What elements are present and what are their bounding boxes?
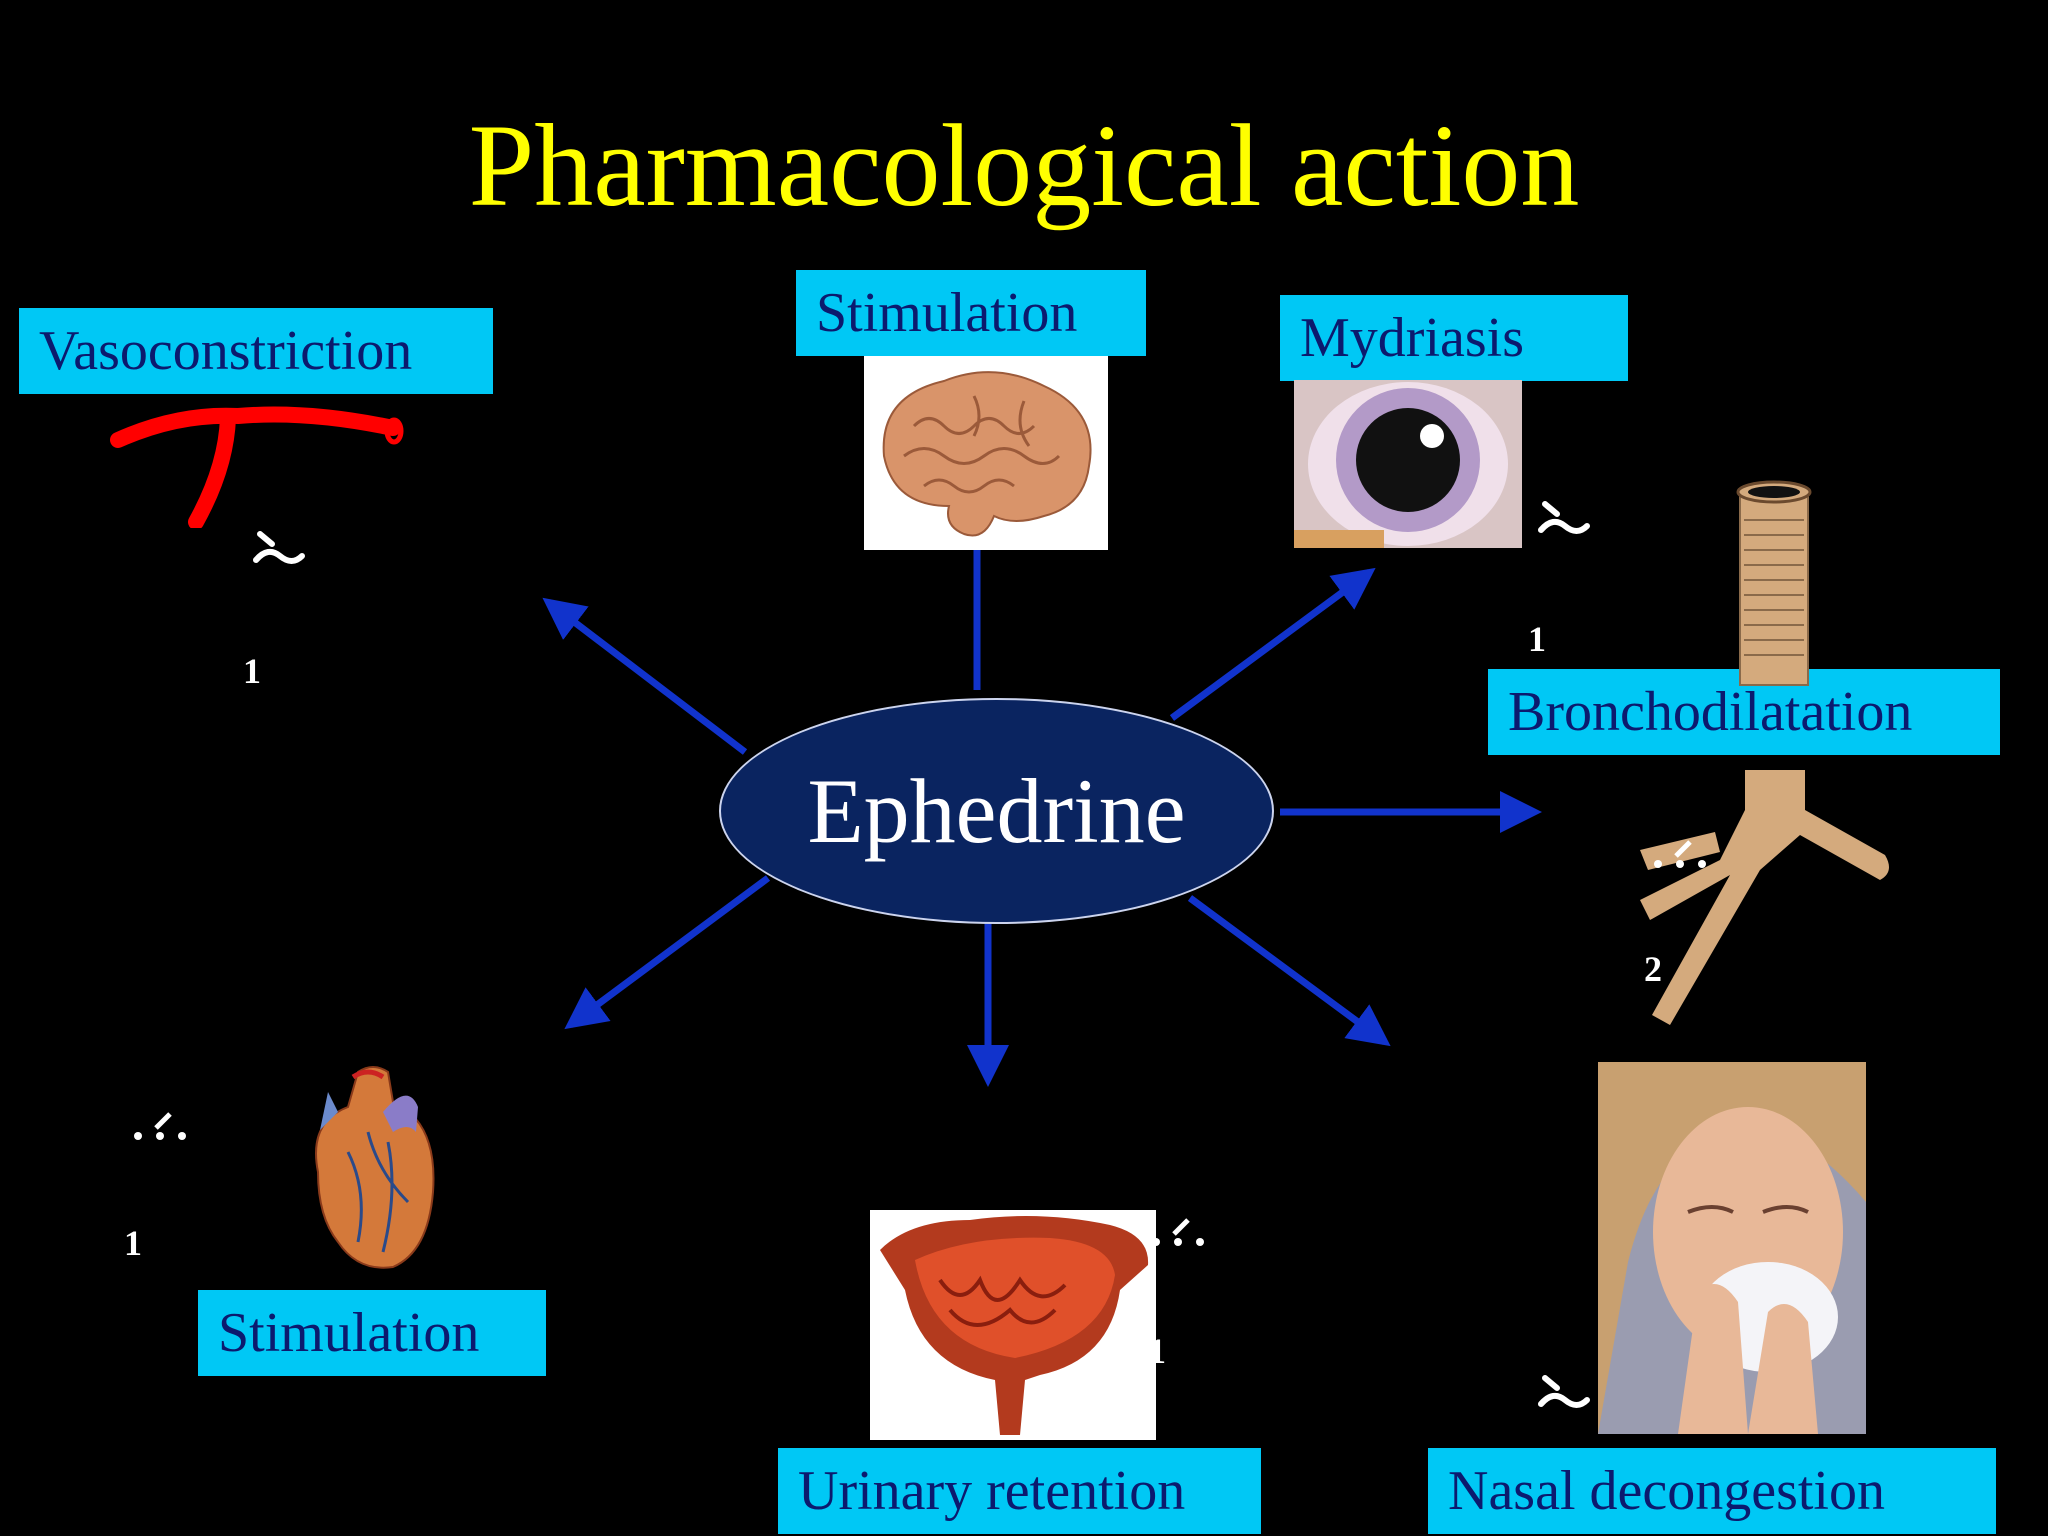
receptor-mark-heart: 1 (124, 1223, 142, 1263)
sneezing-person-image (1598, 1062, 1866, 1434)
heart-image (315, 1066, 435, 1269)
dots-symbol-heart (130, 1102, 190, 1154)
receptor-mark-bladder: 1 (1148, 1331, 1166, 1371)
receptor-mark-bronchi: 2 (1644, 949, 1662, 989)
eye-image (1294, 380, 1522, 548)
arrow-to-nasal (1187, 895, 1391, 1047)
bladder-image (870, 1210, 1156, 1440)
receptor-mark-eye: 1 (1528, 619, 1546, 659)
trachea-bronchi-icon (1640, 480, 1889, 1025)
ephedrine-node: Ephedrine (719, 698, 1274, 924)
receptor-mark-vessel: 1 (243, 651, 261, 691)
label-nasal-decongestion: Nasal decongestion (1428, 1448, 1996, 1534)
increase-symbol-eye (1535, 498, 1591, 552)
dots-symbol-bronchi (1650, 830, 1710, 882)
label-mydriasis: Mydriasis (1280, 295, 1628, 381)
label-urinary-retention: Urinary retention (778, 1448, 1261, 1534)
increase-symbol-vessel (250, 528, 306, 582)
arrow-to-mydriasis (1169, 567, 1376, 721)
dots-symbol-bladder (1148, 1208, 1208, 1260)
arrow-to-vasoconstriction (542, 597, 748, 755)
slide-title: Pharmacological action (468, 100, 1580, 231)
label-cns-stimulation: Stimulation (796, 270, 1146, 356)
label-cardiac-stimulation: Stimulation (198, 1290, 546, 1376)
label-vasoconstriction: Vasoconstriction (19, 308, 493, 394)
blood-vessel-icon (110, 406, 404, 528)
arrow-to-heart (564, 875, 771, 1030)
brain-image (864, 356, 1108, 550)
ephedrine-label: Ephedrine (807, 760, 1186, 862)
increase-symbol-nasal (1535, 1372, 1591, 1426)
